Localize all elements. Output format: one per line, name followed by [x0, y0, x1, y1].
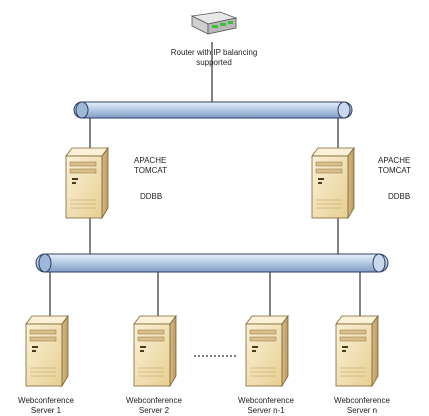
ws-label-line1: Webconference [238, 396, 294, 405]
apache-server-left-label: APACHE TOMCAT [134, 156, 167, 176]
router-label-line2: supported [196, 58, 232, 67]
webconference-server-1-icon [25, 315, 69, 387]
server-label-line1: APACHE [134, 156, 167, 165]
ws-label-line2: Server n-1 [247, 406, 285, 415]
bottom-network-bus [35, 253, 389, 273]
webconference-server-3-label: Webconference Server n-1 [238, 396, 294, 416]
router-label: Router with IP balancing supported [171, 48, 258, 68]
apache-server-left-icon [65, 147, 109, 219]
webconference-server-1-label: Webconference Server 1 [18, 396, 74, 416]
apache-server-right-icon [311, 147, 355, 219]
server-label-line2: TOMCAT [378, 166, 412, 175]
router-icon [190, 11, 238, 35]
ws-label-line2: Server 2 [138, 406, 170, 415]
connection-lines [49, 42, 361, 357]
ws-label-line1: Webconference [334, 396, 390, 405]
ws-label-line1: Webconference [18, 396, 74, 405]
ddbb-left-label: DDBB [140, 192, 163, 201]
webconference-server-2-icon [133, 315, 177, 387]
top-network-bus [73, 101, 353, 119]
ws-label-line2: Server 1 [30, 406, 62, 415]
ws-label-line1: Webconference [126, 396, 182, 405]
server-label-line1: APACHE [378, 156, 411, 165]
webconference-server-3-icon [245, 315, 289, 387]
webconference-server-4-icon [335, 315, 379, 387]
webconference-server-2-label: Webconference Server 2 [126, 396, 182, 416]
apache-server-right-label: APACHE TOMCAT [378, 156, 411, 176]
router-label-line1: Router with IP balancing [170, 48, 258, 57]
server-label-line2: TOMCAT [134, 166, 168, 175]
ws-label-line2: Server n [346, 406, 378, 415]
webconference-server-4-label: Webconference Server n [334, 396, 390, 416]
ddbb-right-label: DDBB [388, 192, 411, 201]
